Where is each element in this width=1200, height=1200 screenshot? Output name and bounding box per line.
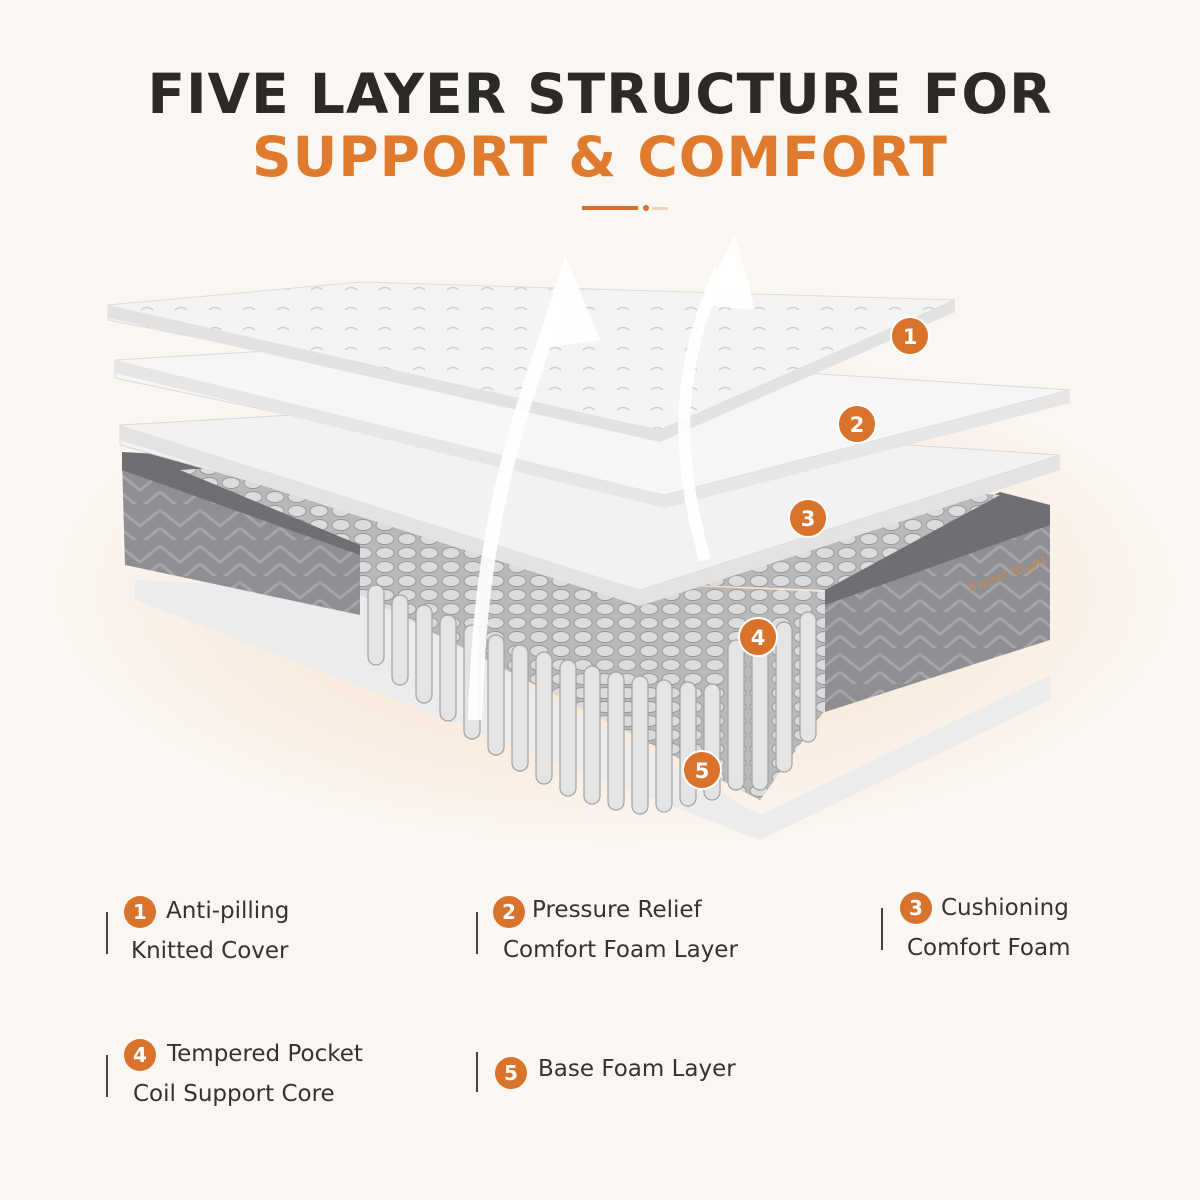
legend-bar <box>106 1055 108 1097</box>
legend-badge: 1 <box>124 896 156 928</box>
title-divider-dot <box>643 205 649 211</box>
svg-text:3: 3 <box>801 507 816 531</box>
callout-4: 4 <box>738 617 778 657</box>
callout-5: 5 <box>682 750 722 790</box>
title-divider-tail <box>652 207 668 210</box>
coil-columns <box>367 584 817 815</box>
title-line-2: SUPPORT & COMFORT <box>252 125 948 189</box>
left-top-band <box>122 452 362 555</box>
right-top-band <box>825 492 1050 605</box>
base-foam <box>135 580 1050 840</box>
svg-text:2: 2 <box>850 413 865 437</box>
airflow-arrows <box>468 235 755 721</box>
legend-badge: 2 <box>493 896 525 928</box>
svg-text:5: 5 <box>695 759 710 783</box>
right-side-panel <box>825 508 1050 712</box>
callout-3: 3 <box>788 498 828 538</box>
legend-badge: 4 <box>124 1039 156 1071</box>
legend-subtitle: Coil Support Core <box>133 1081 335 1107</box>
legend-title: Pressure Relief <box>532 897 702 923</box>
legend-bar <box>476 912 478 954</box>
legend-title: Cushioning <box>941 895 1069 921</box>
legend-title: Base Foam Layer <box>538 1056 736 1082</box>
title-divider <box>582 206 638 210</box>
legend-bar <box>476 1052 478 1092</box>
legend-title: Tempered Pocket <box>167 1041 363 1067</box>
legend-bar <box>106 912 108 954</box>
legend-title: Anti-pilling <box>166 898 290 924</box>
layer-3-edge <box>120 425 1060 606</box>
layer-2-edge <box>115 360 1070 508</box>
title-line-1: FIVE LAYER STRUCTURE FOR <box>147 62 1053 126</box>
left-side-panel <box>122 460 360 615</box>
legend-subtitle: Knitted Cover <box>131 938 289 964</box>
legend-subtitle: Comfort Foam Layer <box>503 937 738 963</box>
legend-badge: 3 <box>900 892 932 924</box>
legend-subtitle: Comfort Foam <box>907 935 1071 961</box>
svg-text:4: 4 <box>751 626 766 650</box>
callout-1: 1 <box>890 316 930 356</box>
legend-bar <box>881 908 883 950</box>
legend-badge: 5 <box>495 1057 527 1089</box>
callout-2: 2 <box>837 404 877 444</box>
svg-text:1: 1 <box>903 325 918 349</box>
